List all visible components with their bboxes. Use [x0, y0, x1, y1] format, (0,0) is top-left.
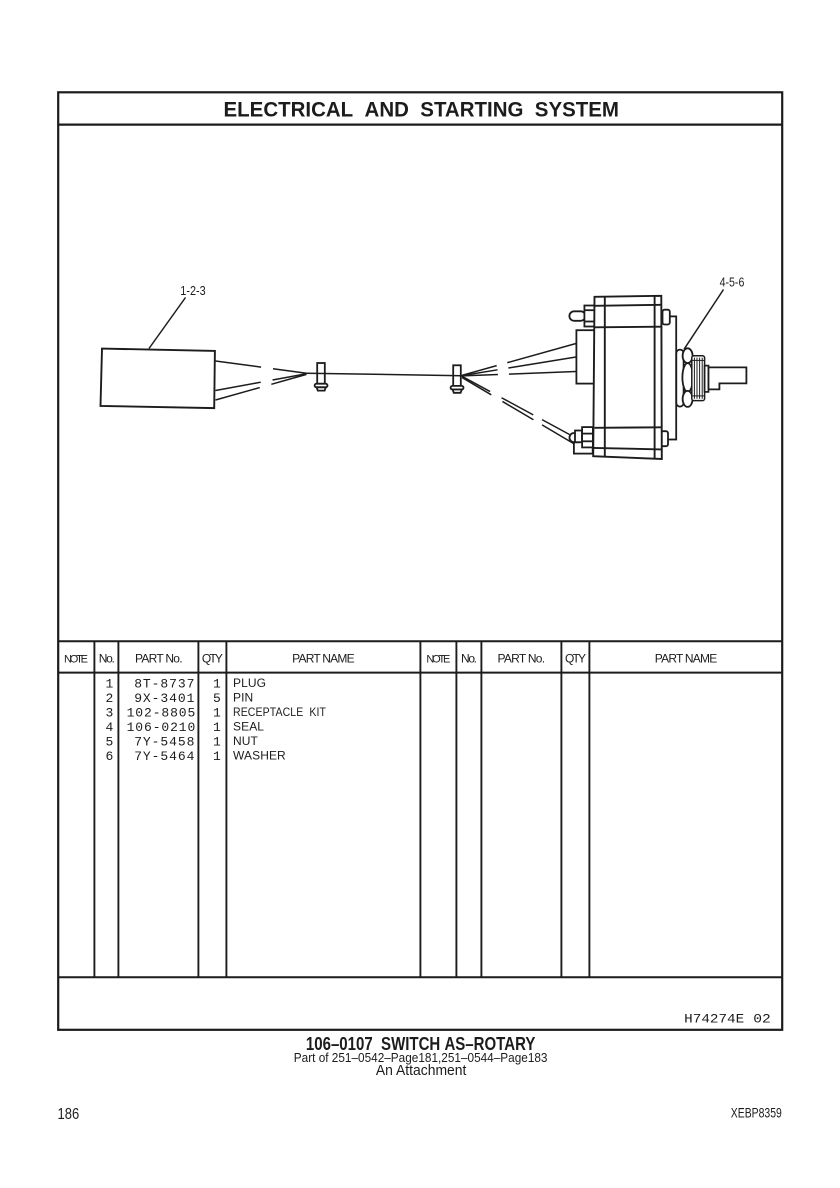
svg-text:No.: No.	[99, 652, 115, 666]
svg-text:7Y-5464: 7Y-5464	[134, 749, 194, 764]
svg-text:106-0210: 106-0210	[127, 720, 196, 735]
svg-text:102-8805: 102-8805	[127, 705, 196, 720]
svg-text:ELECTRICAL AND STARTING SYS: ELECTRICAL AND STARTING SYSTEM	[224, 98, 620, 122]
svg-text:02: 02	[753, 1012, 771, 1027]
svg-text:SEAL: SEAL	[233, 720, 264, 734]
svg-text:An Attachment: An Attachment	[376, 1062, 467, 1079]
svg-text:5: 5	[213, 691, 221, 706]
svg-text:1: 1	[213, 720, 221, 735]
svg-text:1: 1	[105, 676, 113, 691]
svg-text:NOTE: NOTE	[64, 654, 88, 666]
svg-text:PART NAME: PART NAME	[292, 652, 355, 666]
svg-text:2: 2	[105, 691, 113, 706]
svg-text:PART No.: PART No.	[135, 652, 183, 666]
svg-text:PLUG: PLUG	[233, 676, 266, 690]
svg-text:9X-3401: 9X-3401	[134, 691, 194, 706]
svg-text:1: 1	[213, 734, 221, 749]
svg-text:4-5-6: 4-5-6	[720, 276, 745, 290]
svg-text:1: 1	[213, 705, 221, 720]
svg-text:QTY: QTY	[202, 652, 223, 666]
svg-text:NUT: NUT	[233, 734, 259, 748]
svg-text:NOTE: NOTE	[426, 654, 450, 666]
svg-text:Part of 251–0542–Page181,251–0: Part of 251–0542–Page181,251–0544–Page18…	[294, 1050, 548, 1065]
svg-text:XEBP8359: XEBP8359	[731, 1105, 782, 1120]
svg-text:7Y-5458: 7Y-5458	[134, 734, 194, 749]
svg-text:QTY: QTY	[565, 652, 586, 666]
svg-text:6: 6	[105, 749, 113, 764]
svg-text:8T-8737: 8T-8737	[134, 676, 194, 691]
svg-text:4: 4	[105, 720, 113, 735]
svg-text:1-2-3: 1-2-3	[180, 284, 205, 298]
svg-text:186: 186	[58, 1106, 80, 1123]
svg-text:RECEPTACLE KIT: RECEPTACLE KIT	[233, 705, 326, 719]
svg-text:1: 1	[213, 676, 221, 691]
svg-text:PART NAME: PART NAME	[655, 652, 718, 666]
svg-text:PART No.: PART No.	[498, 652, 546, 666]
svg-text:106–0107 SWITCH AS–ROTARY: 106–0107 SWITCH AS–ROTARY	[306, 1033, 536, 1054]
svg-text:3: 3	[105, 705, 113, 720]
svg-text:WASHER: WASHER	[233, 749, 286, 763]
svg-text:5: 5	[105, 734, 113, 749]
svg-text:No.: No.	[461, 652, 477, 666]
svg-text:H74274E: H74274E	[684, 1012, 744, 1027]
svg-text:PIN: PIN	[233, 691, 253, 705]
svg-text:1: 1	[213, 749, 221, 764]
